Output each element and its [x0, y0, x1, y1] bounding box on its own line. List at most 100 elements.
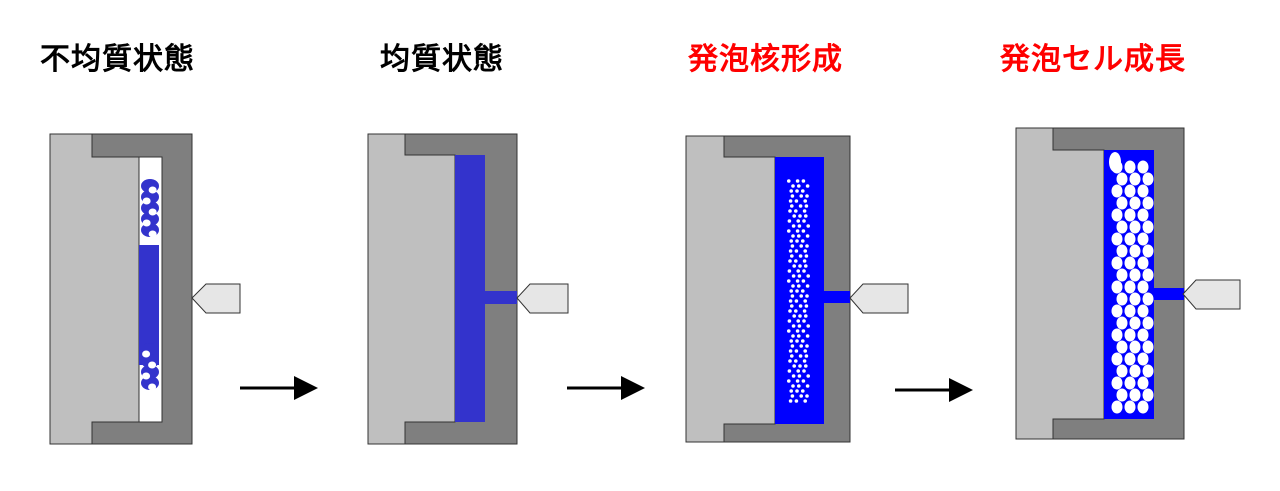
nucleus: [795, 339, 799, 343]
nucleus: [799, 394, 803, 398]
cell: [1124, 208, 1136, 222]
void: [142, 372, 151, 380]
nucleus: [804, 354, 809, 358]
nucleus: [805, 284, 810, 288]
nucleus: [805, 384, 810, 388]
nucleus: [805, 244, 809, 248]
cell: [1129, 364, 1141, 378]
nucleus: [789, 189, 793, 193]
cell: [1142, 364, 1154, 378]
nucleus: [795, 189, 799, 193]
nucleus: [791, 234, 795, 238]
cell: [1129, 340, 1141, 354]
nucleus: [787, 229, 791, 233]
nucleus: [797, 384, 801, 388]
injection-nozzle: [516, 283, 569, 314]
nucleus: [802, 219, 806, 223]
stage-title-2: 均質状態: [380, 42, 504, 77]
cell: [1111, 280, 1123, 294]
nucleus: [801, 379, 806, 383]
nucleus: [801, 339, 805, 343]
nucleus: [787, 329, 791, 333]
cell: [1111, 208, 1123, 222]
nucleus: [792, 214, 796, 218]
nucleus: [788, 349, 793, 353]
void: [148, 383, 157, 391]
cell: [1124, 256, 1136, 270]
nucleus: [789, 239, 793, 243]
nucleus: [792, 314, 796, 318]
nucleus: [799, 294, 803, 298]
nucleus: [792, 364, 796, 368]
nucleus: [803, 199, 807, 203]
cell: [1124, 400, 1136, 414]
resin-layer: [775, 157, 824, 424]
stage-title-4: 発泡セル成長: [1000, 42, 1186, 77]
sprue-flow: [1154, 288, 1184, 300]
resin-blobs-bottom: [141, 343, 159, 391]
nucleus: [795, 289, 799, 293]
nucleus: [790, 244, 795, 248]
cell: [1142, 268, 1154, 282]
cell: [1129, 220, 1141, 234]
nucleus: [805, 184, 810, 188]
nucleus: [791, 384, 795, 388]
void: [148, 230, 157, 238]
nucleus: [787, 369, 792, 373]
cell: [1124, 304, 1136, 318]
nucleus: [788, 209, 792, 213]
nucleus: [790, 304, 794, 308]
cell: [1116, 268, 1128, 282]
nucleus: [802, 209, 807, 213]
nucleus: [788, 309, 792, 313]
resin-blobs-top: [141, 179, 159, 238]
void: [142, 350, 151, 358]
nucleus: [803, 299, 807, 303]
cell: [1111, 184, 1123, 198]
cell: [1124, 160, 1136, 174]
cell: [1129, 268, 1141, 282]
nucleus: [788, 249, 793, 253]
cell: [1137, 280, 1149, 294]
nucleus: [803, 249, 807, 253]
nucleus: [802, 319, 806, 323]
void: [142, 197, 151, 205]
cell: [1137, 256, 1149, 270]
arrow-1: [240, 376, 318, 400]
cell: [1142, 244, 1154, 258]
nucleus: [797, 324, 802, 328]
cell: [1142, 292, 1154, 306]
nucleus: [797, 184, 801, 188]
void: [142, 219, 151, 227]
nucleus: [787, 319, 792, 323]
nucleus: [791, 334, 795, 338]
nucleus: [801, 389, 805, 393]
nucleus: [790, 394, 795, 398]
nucleus: [806, 224, 810, 228]
nucleus: [795, 279, 800, 283]
nucleus: [787, 269, 792, 273]
nucleus: [790, 194, 795, 198]
mold-stage-2: [367, 133, 569, 445]
nucleus: [803, 399, 807, 403]
nucleus: [801, 329, 806, 333]
nucleus: [805, 294, 809, 298]
nucleus: [794, 259, 798, 263]
cell: [1111, 400, 1123, 414]
foam-nuclei: [787, 179, 810, 403]
nucleus: [795, 329, 800, 333]
sprue-flow: [485, 291, 517, 304]
arrow-2: [567, 376, 645, 400]
cell: [1137, 400, 1149, 414]
nucleus: [805, 194, 809, 198]
nucleus: [804, 314, 808, 318]
nucleus: [799, 244, 803, 248]
injection-nozzle: [191, 283, 241, 314]
injection-nozzle: [1182, 279, 1241, 310]
nucleus: [792, 264, 796, 268]
nucleus: [787, 379, 791, 383]
nucleus: [798, 314, 802, 318]
nucleus: [795, 389, 799, 393]
nucleus: [802, 359, 807, 363]
sprue-flow: [824, 291, 850, 303]
